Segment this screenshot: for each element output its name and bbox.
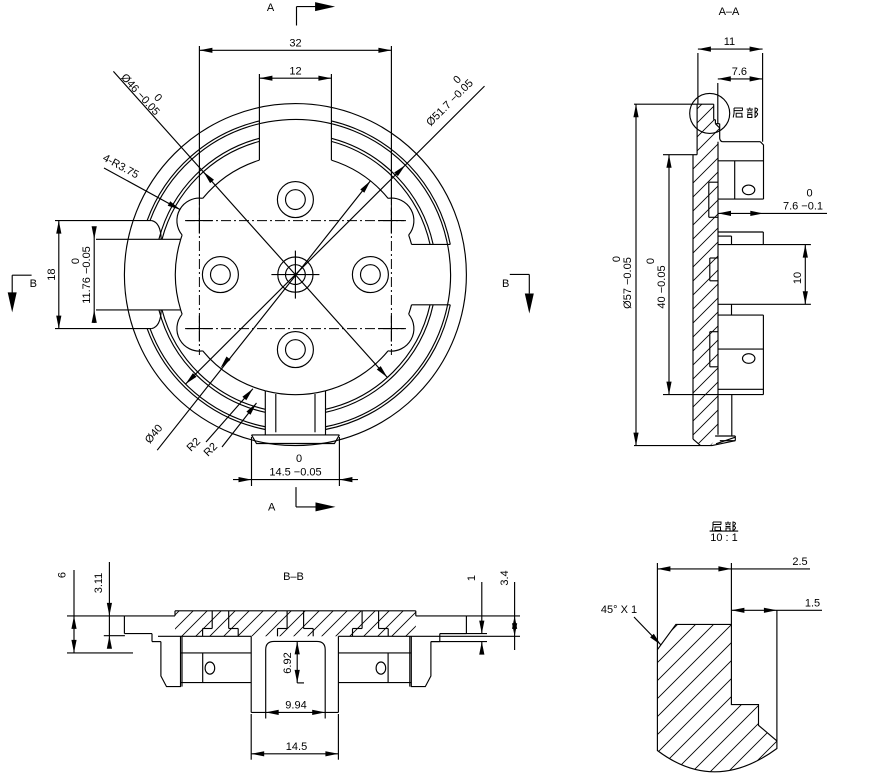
svg-text:A–A: A–A <box>719 6 740 18</box>
svg-text:Ø40: Ø40 <box>143 422 166 446</box>
svg-text:0: 0 <box>806 188 812 200</box>
svg-text:R2: R2 <box>185 436 203 454</box>
svg-text:A: A <box>267 2 275 14</box>
svg-text:14.5: 14.5 <box>286 741 307 753</box>
svg-text:R2: R2 <box>202 441 220 459</box>
svg-text:12: 12 <box>289 66 301 78</box>
svg-text:7.6 −0.1: 7.6 −0.1 <box>783 201 823 213</box>
svg-text:45° X 1: 45° X 1 <box>601 604 637 616</box>
svg-text:B: B <box>502 278 509 290</box>
svg-text:10 : 1: 10 : 1 <box>710 532 738 544</box>
svg-text:1: 1 <box>466 575 478 581</box>
svg-text:3.11: 3.11 <box>93 573 105 594</box>
svg-text:6: 6 <box>57 572 69 578</box>
svg-text:40 −0.05: 40 −0.05 <box>656 265 668 308</box>
svg-text:0: 0 <box>645 258 657 264</box>
svg-text:11.76 −0.05: 11.76 −0.05 <box>81 246 93 304</box>
svg-text:18: 18 <box>46 268 58 280</box>
svg-text:0: 0 <box>70 258 82 264</box>
svg-text:3.4: 3.4 <box>499 570 511 585</box>
svg-text:10: 10 <box>792 272 804 284</box>
svg-text:32: 32 <box>289 38 301 50</box>
svg-text:11: 11 <box>724 36 735 48</box>
svg-text:14.5 −0.05: 14.5 −0.05 <box>269 467 321 479</box>
svg-text:B: B <box>30 278 37 290</box>
svg-text:A: A <box>268 502 276 514</box>
svg-text:0: 0 <box>296 453 302 465</box>
svg-text:7.6: 7.6 <box>732 66 747 78</box>
svg-text:0: 0 <box>611 256 623 262</box>
svg-text:1.5: 1.5 <box>805 598 820 610</box>
svg-text:Ø57 −0.05: Ø57 −0.05 <box>622 257 634 309</box>
svg-text:6.92: 6.92 <box>282 652 294 673</box>
svg-text:2.5: 2.5 <box>792 556 807 568</box>
svg-text:9.94: 9.94 <box>285 700 306 712</box>
svg-text:B–B: B–B <box>283 571 304 583</box>
